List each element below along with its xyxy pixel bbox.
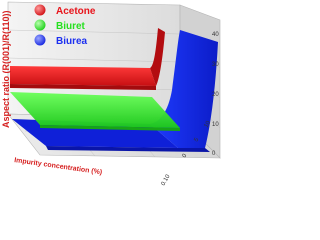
x-tick-label: 0.10 xyxy=(161,173,172,187)
surface-chart: Acetone Biuret Biurea Aspect ratio (R(00… xyxy=(1,1,221,187)
legend-marker-biuret xyxy=(34,19,46,31)
legend-item-biuret: Biuret xyxy=(34,19,86,32)
legend-item-biurea: Biurea xyxy=(34,34,88,47)
z-tick-label: 40 xyxy=(212,32,219,38)
legend-label-acetone: Acetone xyxy=(56,6,96,17)
legend-marker-biurea xyxy=(34,34,46,46)
legend-label-biuret: Biuret xyxy=(56,21,86,32)
legend-item-acetone: Acetone xyxy=(34,4,96,17)
series-acetone-surface xyxy=(10,28,165,90)
z-tick-label: 30 xyxy=(212,62,219,68)
z-ticks: 0 10 20 30 40 xyxy=(212,32,219,157)
z-axis-label: Aspect ratio (R(001)/R(110)) xyxy=(1,10,11,128)
series-biuret-surface xyxy=(10,92,180,131)
z-tick-label: 10 xyxy=(212,122,219,128)
legend-label-biurea: Biurea xyxy=(56,36,88,47)
depth-tick-label: 0 xyxy=(182,153,189,159)
z-tick-label: 0 xyxy=(212,151,216,157)
legend: Acetone Biuret Biurea xyxy=(34,4,96,47)
legend-marker-acetone xyxy=(34,4,46,16)
depth-ticks: 0 5 10 0.10 xyxy=(161,120,213,187)
x-axis-label: Impurity concentration (%) xyxy=(14,157,103,176)
depth-tick-label: 5 xyxy=(194,137,201,143)
depth-tick-label: 10 xyxy=(204,120,213,129)
z-tick-label: 20 xyxy=(212,92,219,98)
